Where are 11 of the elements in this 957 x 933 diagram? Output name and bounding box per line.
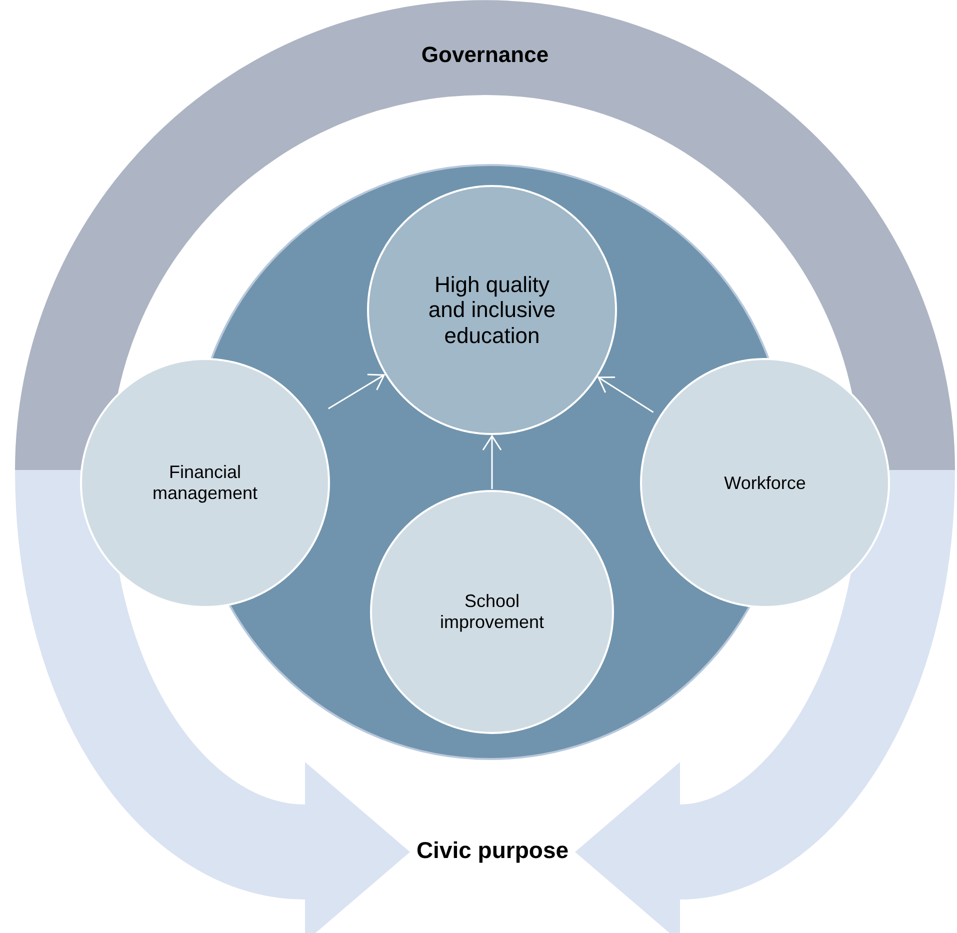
curved-arrow (15, 468, 410, 933)
arrow (328, 374, 385, 410)
node-label: Civic purpose (415, 836, 570, 864)
arrow (598, 376, 654, 413)
node-label: High quality and inclusive education (427, 272, 557, 348)
node-label: Financial management (151, 462, 259, 504)
curved-arrow (576, 468, 955, 933)
node-label: School improvement (438, 591, 546, 633)
band-label: Governance (420, 42, 550, 68)
node-label: Workforce (723, 472, 807, 494)
arrow (482, 435, 502, 489)
